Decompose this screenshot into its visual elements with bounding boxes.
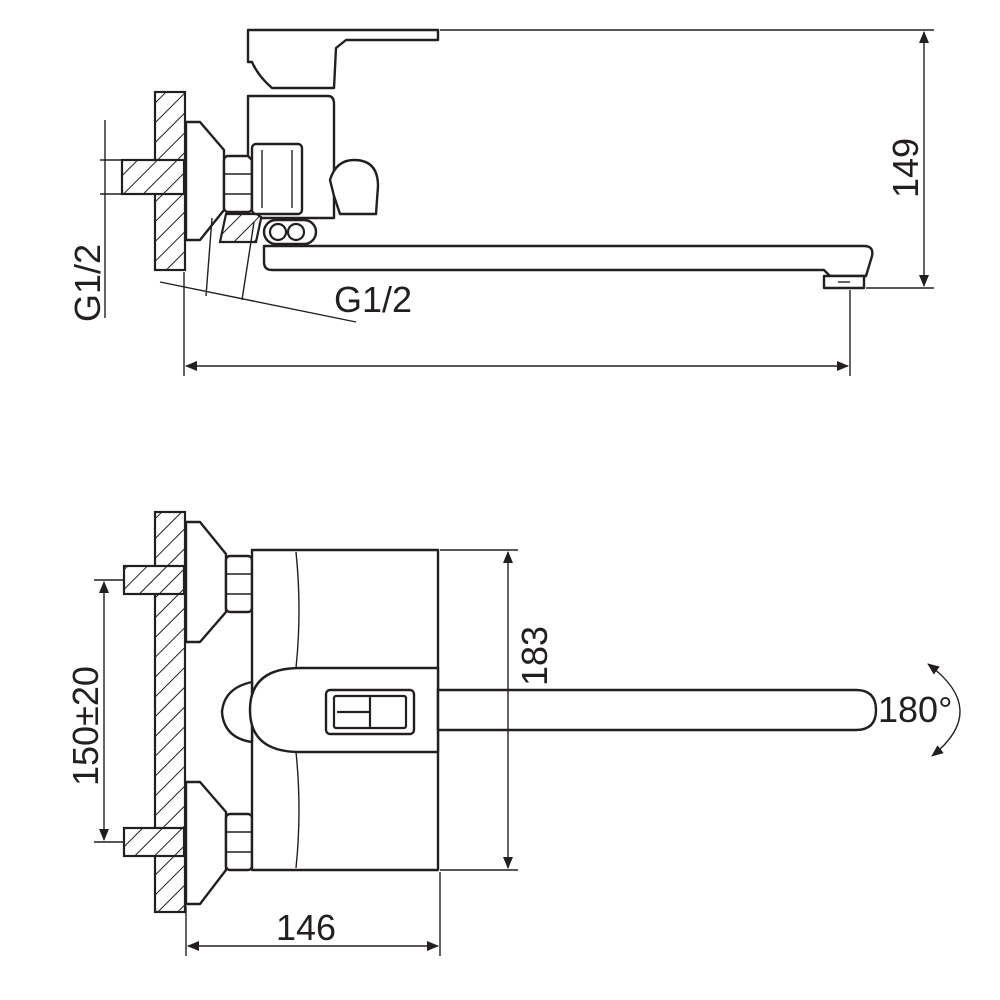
spout-top bbox=[436, 688, 878, 732]
spout-side bbox=[262, 244, 874, 278]
upper-escutcheon bbox=[184, 520, 228, 644]
nut-side bbox=[222, 154, 254, 214]
outlet-thread-label: G1/2 bbox=[334, 279, 412, 320]
upper-nut bbox=[224, 554, 254, 614]
cartridge-side bbox=[250, 142, 304, 216]
height-label: 149 bbox=[885, 138, 926, 198]
lower-nut bbox=[224, 812, 254, 872]
handle-lever-side bbox=[246, 28, 440, 90]
diverter-knob-side bbox=[328, 158, 380, 216]
center-distance-label: 150±20 bbox=[65, 666, 106, 786]
projection-label: 146 bbox=[276, 907, 336, 948]
inlet-pipe-side bbox=[120, 158, 186, 196]
escutcheon-side bbox=[184, 120, 226, 242]
lower-inlet-pipe bbox=[122, 826, 186, 858]
swivel-ring-side bbox=[262, 218, 318, 246]
upper-inlet-pipe bbox=[122, 564, 186, 596]
top-view: 150±20 183 146 180° bbox=[65, 510, 961, 956]
lower-escutcheon bbox=[184, 780, 228, 906]
side-view: G1/2 G1/2 149 bbox=[67, 28, 934, 376]
outlet-connection-side bbox=[218, 212, 264, 244]
wall-thread-label: G1/2 bbox=[67, 244, 108, 322]
swivel-label: 180° bbox=[878, 689, 952, 730]
body-connector-top bbox=[220, 680, 254, 744]
body-height-label: 183 bbox=[514, 626, 555, 686]
swivel-arrow bbox=[927, 663, 961, 757]
